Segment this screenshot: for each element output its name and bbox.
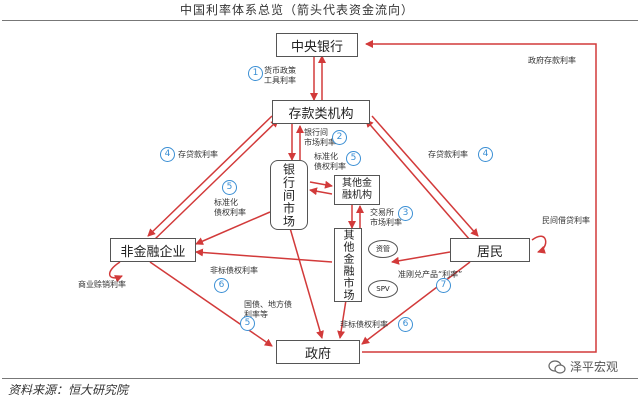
badge-4-right: 4 — [478, 147, 493, 162]
badge-5-left: 5 — [222, 180, 237, 195]
arrow-market-to-gov — [337, 299, 347, 339]
arrow-gov-deposit-loop — [362, 40, 597, 353]
page-title: 中国利率体系总览（箭头代表资金流向） — [180, 3, 415, 17]
label-govbond-rate: 国债、地方债 利率等 — [244, 300, 292, 319]
node-nonfinancial-firms: 非金融企业 — [110, 238, 196, 262]
node-other-fin-market: 其他金融市场 — [334, 228, 362, 302]
wechat-icon — [548, 359, 566, 374]
label-interbank-rate: 银行间 市场利率 — [304, 128, 336, 147]
node-other-fin-institutions: 其他金融机构 — [334, 175, 380, 205]
arrow-deposit-to-residents — [371, 115, 479, 237]
badge-6-left: 6 — [214, 278, 229, 293]
node-residents: 居民 — [450, 238, 530, 262]
arrow-residents-to-market — [391, 251, 451, 265]
badge-2: 2 — [332, 130, 347, 145]
arrow-residents-to-deposit — [365, 119, 471, 241]
arrow-residents-to-gov — [361, 261, 471, 345]
label-deposit-loan-right: 存贷款利率 — [428, 150, 468, 159]
loop-nonfin-commercial — [109, 261, 123, 283]
label-exchange-rate: 交易所 市场利率 — [370, 208, 402, 227]
label-policy-rate: 货币政策 工具利率 — [264, 66, 296, 85]
label-commercial-credit: 商业赊销利率 — [78, 280, 126, 289]
arrow-nonfin-to-deposit — [153, 119, 279, 241]
label-quasi-rigid: 准刚兑产品“利率” — [398, 270, 463, 279]
badge-5b: 5 — [240, 316, 255, 331]
arrow-interbank-to-nonfin — [195, 211, 271, 245]
label-deposit-loan-left: 存贷款利率 — [178, 150, 218, 159]
oval-asset-management: 资管 — [368, 240, 398, 258]
badge-4-left: 4 — [160, 147, 175, 162]
badge-6b: 6 — [398, 317, 413, 332]
watermark: 泽平宏观 — [548, 358, 618, 375]
arrow-nonfin-to-gov — [149, 261, 273, 347]
badge-1: 1 — [248, 66, 263, 81]
badge-3: 3 — [398, 206, 413, 221]
label-standardized-left: 标准化 债权利率 — [214, 198, 246, 217]
bottom-divider — [2, 378, 638, 379]
arrow-deposit-to-nonfin — [147, 115, 273, 237]
source-note: 资料来源：恒大研究院 — [8, 383, 129, 397]
top-divider — [2, 20, 638, 21]
other-fin-inst-label: 其他金融机构 — [342, 178, 372, 201]
label-standardized-rate: 标准化 债权利率 — [314, 152, 346, 171]
arrow-interbank-to-otherinst — [309, 180, 333, 189]
label-folk-loan: 民间借贷利率 — [542, 216, 590, 225]
watermark-text: 泽平宏观 — [570, 360, 619, 374]
label-gov-deposit: 政府存款利率 — [528, 56, 576, 65]
node-deposit-institutions: 存款类机构 — [272, 100, 370, 124]
node-interbank-market: 银行间市场 — [270, 160, 308, 230]
label-nonstd-bottom: 非标债权利率 — [340, 320, 388, 329]
node-central-bank: 中央银行 — [276, 33, 358, 57]
arrow-market-to-nonfin — [195, 248, 333, 263]
arrow-interbank-to-gov — [289, 227, 324, 339]
label-nonstd-left: 非标债权利率 — [210, 266, 258, 275]
loop-residents-folk — [531, 235, 547, 254]
node-government: 政府 — [276, 340, 360, 364]
oval-spv: SPV — [368, 280, 398, 298]
arrow-otherinst-to-interbank — [309, 187, 333, 196]
badge-5a: 5 — [346, 151, 361, 166]
badge-7: 7 — [436, 278, 451, 293]
